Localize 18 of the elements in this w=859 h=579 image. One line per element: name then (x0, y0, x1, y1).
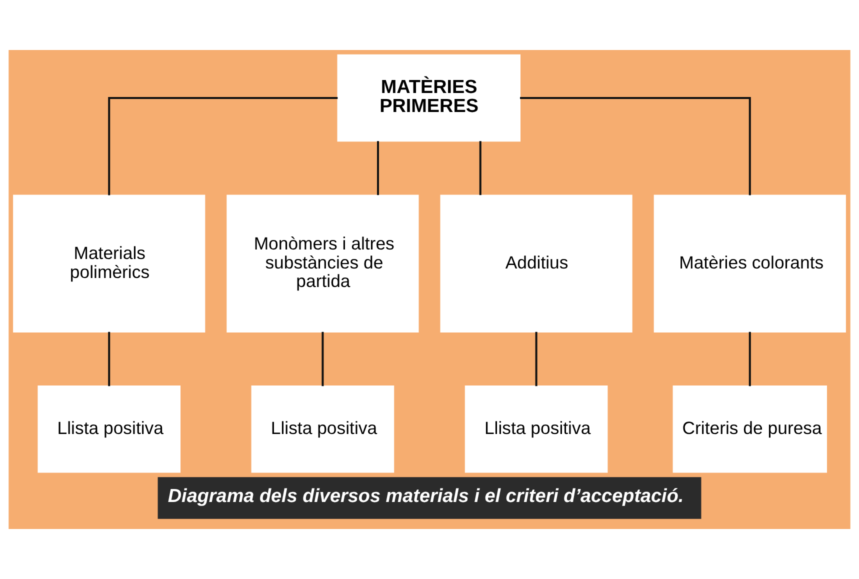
node-box: Llista positiva (38, 386, 181, 473)
connector (479, 141, 482, 196)
connector (322, 332, 324, 386)
connector (520, 97, 751, 196)
caption: Diagrama dels diversos materials i el criteri d’acceptació. (168, 486, 684, 507)
node-box: MATÈRIES PRIMERES (337, 54, 520, 142)
connector (377, 141, 379, 196)
node-box: Matèries colorants (654, 194, 846, 332)
connector (108, 332, 110, 386)
connector (108, 97, 338, 196)
node-box: Llista positiva (464, 386, 608, 473)
node-box: Monòmers i altres substàncies de partida (226, 194, 419, 332)
node-box: Materials polimèrics (13, 194, 206, 332)
node-box: Criteris de puresa (672, 386, 827, 473)
connector (748, 332, 751, 386)
connector (535, 332, 538, 386)
node-box: Llista positiva (251, 386, 394, 473)
node-box: Additius (440, 194, 632, 332)
